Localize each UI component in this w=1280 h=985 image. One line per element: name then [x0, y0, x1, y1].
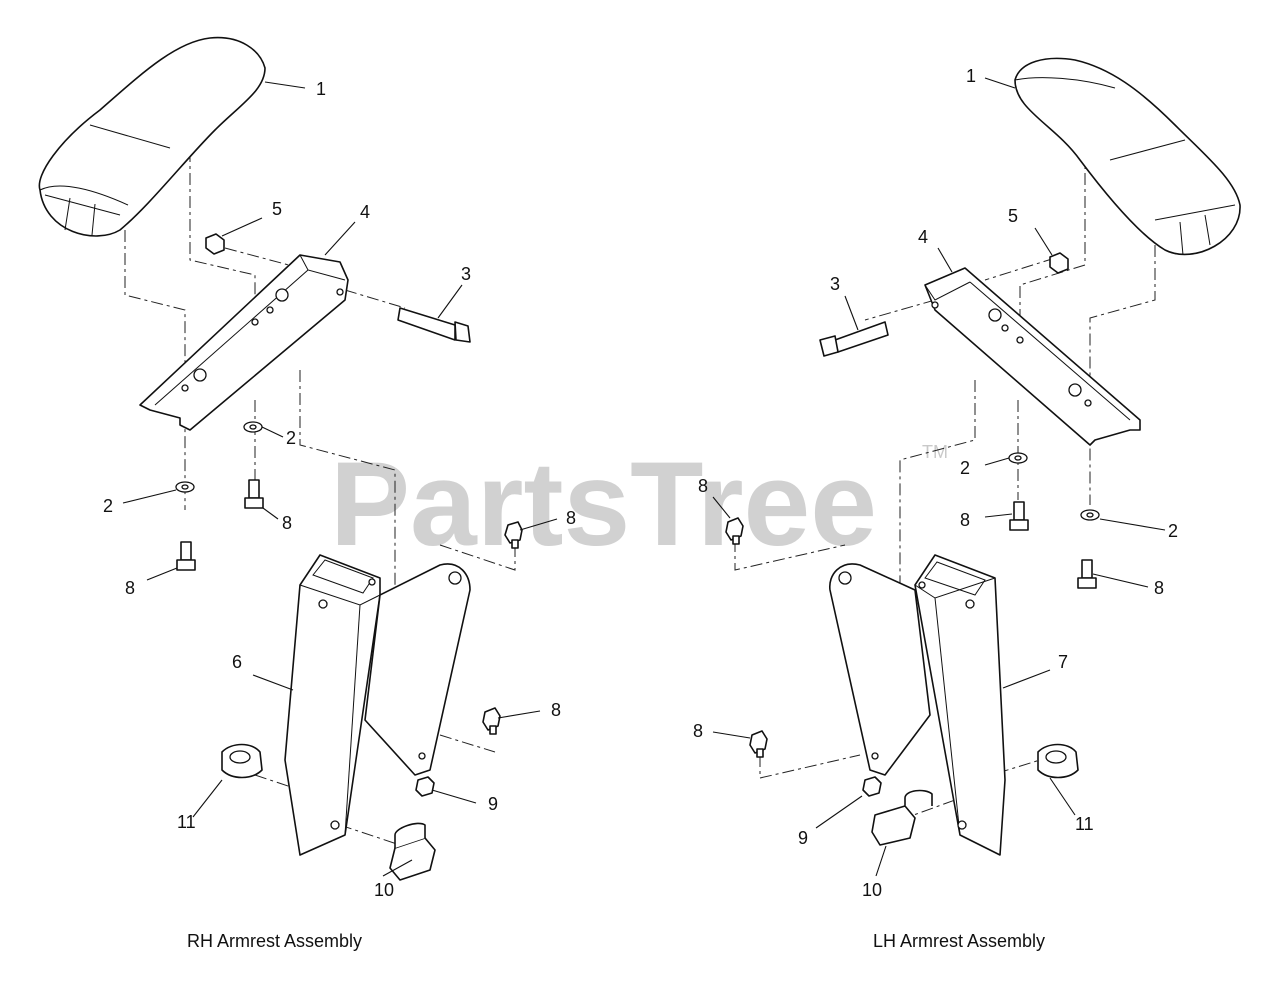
rh-washers — [175, 421, 263, 493]
lh-callout-8b: 8 — [698, 476, 708, 496]
rh-callout-5: 5 — [272, 199, 282, 219]
rh-callout-8d: 8 — [551, 700, 561, 720]
rh-callout-8b: 8 — [125, 578, 135, 598]
lh-armrest-assembly: 1 5 4 3 2 8 2 8 8 7 8 9 11 10 LH Armrest… — [693, 57, 1241, 951]
lh-bolts-8 — [725, 501, 1097, 758]
lh-callout-8a: 8 — [960, 510, 970, 530]
rh-callout-8a: 8 — [282, 513, 292, 533]
lh-bolt — [819, 321, 889, 357]
lh-bracket — [924, 267, 1141, 446]
lh-callout-5: 5 — [1008, 206, 1018, 226]
rh-armrest-assembly: 1 5 4 3 2 2 8 8 8 6 8 9 11 10 RH Armrest… — [38, 36, 576, 951]
rh-nut-9 — [415, 776, 435, 797]
rh-callout-9: 9 — [488, 794, 498, 814]
lh-callout-11: 11 — [1075, 814, 1094, 834]
lh-nut-9 — [862, 776, 882, 797]
rh-support-plate — [284, 554, 471, 856]
rh-bolts-8 — [176, 479, 523, 735]
lh-leader-lines — [712, 77, 1166, 877]
rh-callout-2b: 2 — [103, 496, 113, 516]
lh-spacer-bolt-10 — [871, 789, 933, 846]
lh-assembly-caption: LH Armrest Assembly — [873, 931, 1045, 951]
rh-callout-4: 4 — [360, 202, 370, 222]
rh-leader-lines — [122, 81, 558, 877]
rh-callout-1: 1 — [316, 79, 326, 99]
lh-callout-4: 4 — [918, 227, 928, 247]
rh-callout-6: 6 — [232, 652, 242, 672]
watermark: PartsTree — [330, 437, 877, 571]
lh-callout-2a: 2 — [960, 458, 970, 478]
rh-bolt — [397, 307, 471, 343]
rh-bracket — [139, 254, 349, 431]
lh-callout-9: 9 — [798, 828, 808, 848]
rh-callout-10: 10 — [374, 880, 394, 900]
lh-callout-8c: 8 — [1154, 578, 1164, 598]
lh-callout-1: 1 — [966, 66, 976, 86]
lh-washers — [1008, 452, 1100, 521]
rh-nut-5 — [205, 233, 225, 255]
lh-arm-pad — [1014, 57, 1241, 256]
watermark-tm: TM — [922, 442, 948, 462]
lh-callout-7: 7 — [1058, 652, 1068, 672]
lh-callouts: 1 5 4 3 2 8 2 8 8 7 8 9 11 10 — [693, 66, 1178, 900]
rh-callout-3: 3 — [461, 264, 471, 284]
rh-callout-11: 11 — [177, 812, 196, 832]
rh-assembly-caption: RH Armrest Assembly — [187, 931, 362, 951]
lh-hex-nut-11 — [1037, 743, 1079, 779]
lh-callout-10: 10 — [862, 880, 882, 900]
lh-nut-5 — [1049, 252, 1069, 274]
rh-callout-8c: 8 — [566, 508, 576, 528]
rh-hex-nut-11 — [221, 743, 263, 779]
rh-spacer-bolt-10 — [389, 822, 436, 881]
lh-callout-3: 3 — [830, 274, 840, 294]
lh-callout-2b: 2 — [1168, 521, 1178, 541]
rh-callouts: 1 5 4 3 2 2 8 8 8 6 8 9 11 10 — [103, 79, 576, 900]
lh-support-plate — [829, 554, 1006, 856]
rh-arm-pad — [38, 36, 266, 237]
rh-assembly-lines — [124, 150, 516, 846]
lh-callout-8d: 8 — [693, 721, 703, 741]
rh-callout-2a: 2 — [286, 428, 296, 448]
